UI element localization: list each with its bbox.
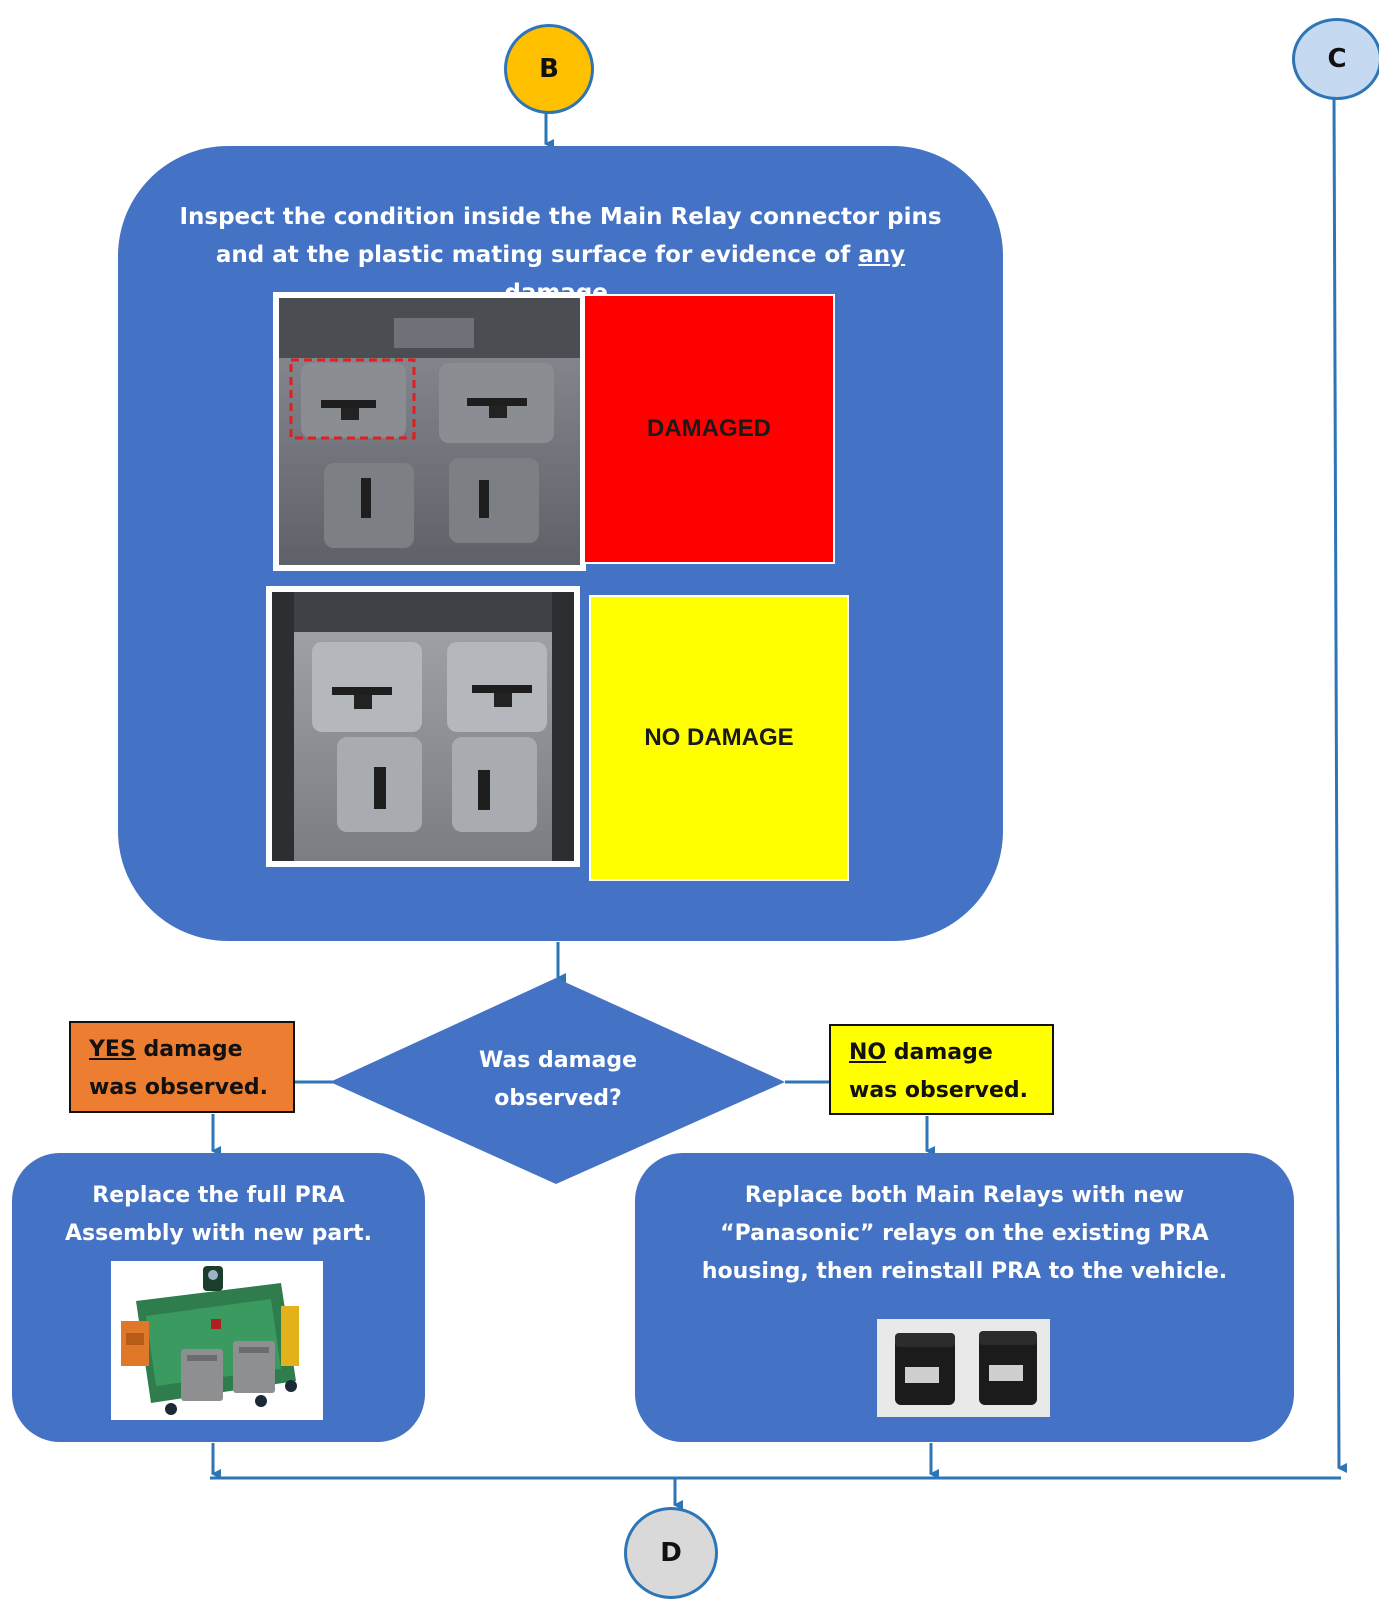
damaged-connector-photo	[273, 292, 586, 571]
no-damage-label: NO DAMAGE	[644, 724, 794, 751]
replace-relays-line-2: “Panasonic” relays on the existing PRA	[720, 1221, 1209, 1246]
undamaged-connector-photo	[266, 586, 580, 867]
yes-label-underlined: YES	[89, 1037, 136, 1062]
connector-c-label: C	[1327, 44, 1347, 74]
inspect-line-1: Inspect the condition inside the Main Re…	[179, 204, 942, 230]
replace-full-text: Replace the full PRA Assembly with new p…	[12, 1177, 425, 1253]
damaged-label: DAMAGED	[647, 415, 771, 442]
pra-assembly-image	[111, 1261, 323, 1420]
no-damage-panel: NO DAMAGE	[589, 595, 849, 881]
inspect-line-2-underlined: any	[858, 242, 906, 268]
replace-relays-line-3: housing, then reinstall PRA to the vehic…	[701, 1259, 1228, 1284]
decision-question: Was damage observed?	[458, 1042, 658, 1118]
connector-c: C	[1292, 18, 1379, 100]
replace-relays-line-1: Replace both Main Relays with new	[744, 1183, 1185, 1208]
inspect-line-2-pre: and at the plastic mating surface for ev…	[215, 242, 859, 268]
connector-b: B	[504, 24, 594, 114]
replace-full-line-2: Assembly with new part.	[65, 1221, 372, 1246]
line-c-down	[1332, 95, 1348, 1473]
yes-label-line-2: was observed.	[89, 1075, 269, 1100]
connector-b-label: B	[539, 54, 559, 84]
replace-full-line-1: Replace the full PRA	[92, 1183, 345, 1208]
no-label-rest: damage	[886, 1040, 993, 1065]
yes-damage-label: YES damage was observed.	[69, 1021, 295, 1113]
no-damage-label-box: NO damage was observed.	[829, 1024, 1054, 1115]
replace-relays-text: Replace both Main Relays with new “Panas…	[635, 1177, 1294, 1291]
damaged-panel: DAMAGED	[583, 294, 835, 564]
inspect-box: Inspect the condition inside the Main Re…	[118, 146, 1003, 941]
panasonic-relays-image	[877, 1319, 1050, 1417]
connector-d-label: D	[660, 1538, 682, 1568]
no-label-line-1: NO damage	[849, 1034, 1038, 1072]
no-label-underlined: NO	[849, 1040, 887, 1065]
replace-relays-box: Replace both Main Relays with new “Panas…	[635, 1153, 1294, 1442]
no-label-line-2: was observed.	[849, 1078, 1029, 1103]
decision-line-1: Was damage	[478, 1048, 638, 1073]
decision-diamond	[330, 978, 785, 1184]
yes-label-rest: damage	[135, 1037, 243, 1062]
decision-line-2: observed?	[494, 1086, 622, 1111]
connector-d: D	[624, 1507, 718, 1599]
yes-label-line-1: YES damage	[89, 1031, 279, 1069]
replace-full-pra-box: Replace the full PRA Assembly with new p…	[12, 1153, 425, 1442]
